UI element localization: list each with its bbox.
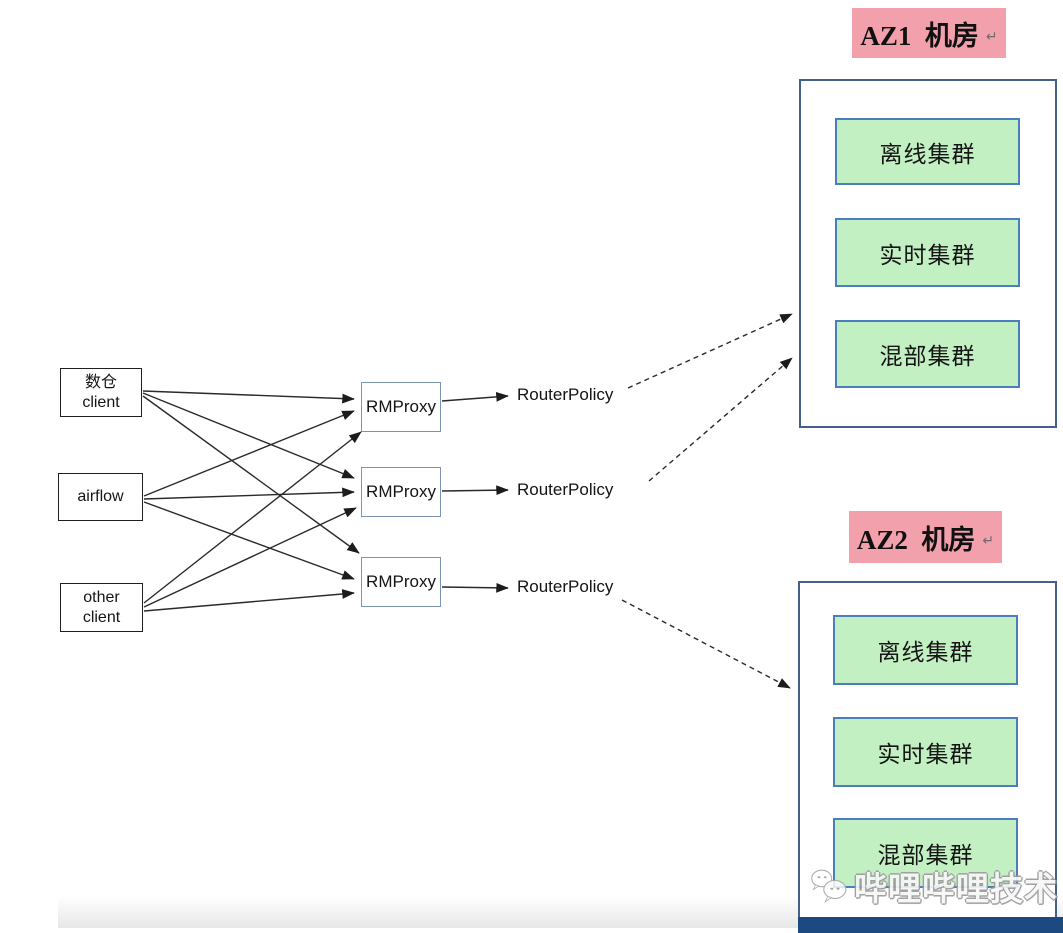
rmproxy-label: RMProxy <box>366 397 436 416</box>
az2-cluster-offline: 离线集群 <box>833 615 1018 685</box>
cluster-label: 实时集群 <box>879 241 976 268</box>
az2-bottom-edge <box>798 917 1063 933</box>
az1-cluster-colocation: 混部集群 <box>835 320 1020 388</box>
az2-header-label: AZ2 机房 <box>856 524 976 555</box>
wechat-icon <box>811 869 847 904</box>
cluster-label: 离线集群 <box>877 639 974 665</box>
return-mark-icon: ↵ <box>982 533 995 549</box>
az1-header-label: AZ1 机房 <box>860 20 979 51</box>
watermark: 哔哩哔哩技术 <box>810 858 1058 914</box>
az1-header: AZ1 机房 ↵ <box>852 8 1006 58</box>
cluster-label: 实时集群 <box>877 741 974 767</box>
routerpolicy-label-1: RouterPolicy <box>517 385 614 404</box>
cluster-label: 混部集群 <box>879 343 976 369</box>
rmproxy-label: RMProxy <box>366 572 436 591</box>
cluster-label: 离线集群 <box>879 140 976 167</box>
client-box-datawarehouse: 数仓 client <box>60 368 142 417</box>
rmproxy-box-2: RMProxy <box>361 467 441 517</box>
client-box-airflow: airflow <box>58 473 143 521</box>
routerpolicy-label-2: RouterPolicy <box>517 480 614 499</box>
rmproxy-box-3: RMProxy <box>361 557 441 607</box>
client-label-line1: other <box>83 588 120 606</box>
watermark-text: 哔哩哔哩技术 <box>854 870 1058 907</box>
routerpolicy-label-3: RouterPolicy <box>517 577 614 596</box>
client-label-line2: client <box>82 393 120 411</box>
client-label-line2: client <box>82 608 121 626</box>
return-mark-icon: ↵ <box>985 29 998 45</box>
client-box-other: other client <box>60 583 143 632</box>
rmproxy-label: RMProxy <box>366 482 436 501</box>
az2-cluster-realtime: 实时集群 <box>833 717 1018 787</box>
client-label-line1: airflow <box>77 488 124 505</box>
client-label-line1: 数仓 <box>84 373 117 391</box>
cluster-label: 混部集群 <box>877 842 974 868</box>
az1-cluster-offline: 离线集群 <box>835 118 1020 185</box>
rmproxy-box-1: RMProxy <box>361 382 441 432</box>
az2-cluster-colocation: 混部集群 <box>833 818 1018 888</box>
az1-cluster-realtime: 实时集群 <box>835 218 1020 287</box>
az2-header: AZ2 机房 ↵ <box>849 511 1002 563</box>
